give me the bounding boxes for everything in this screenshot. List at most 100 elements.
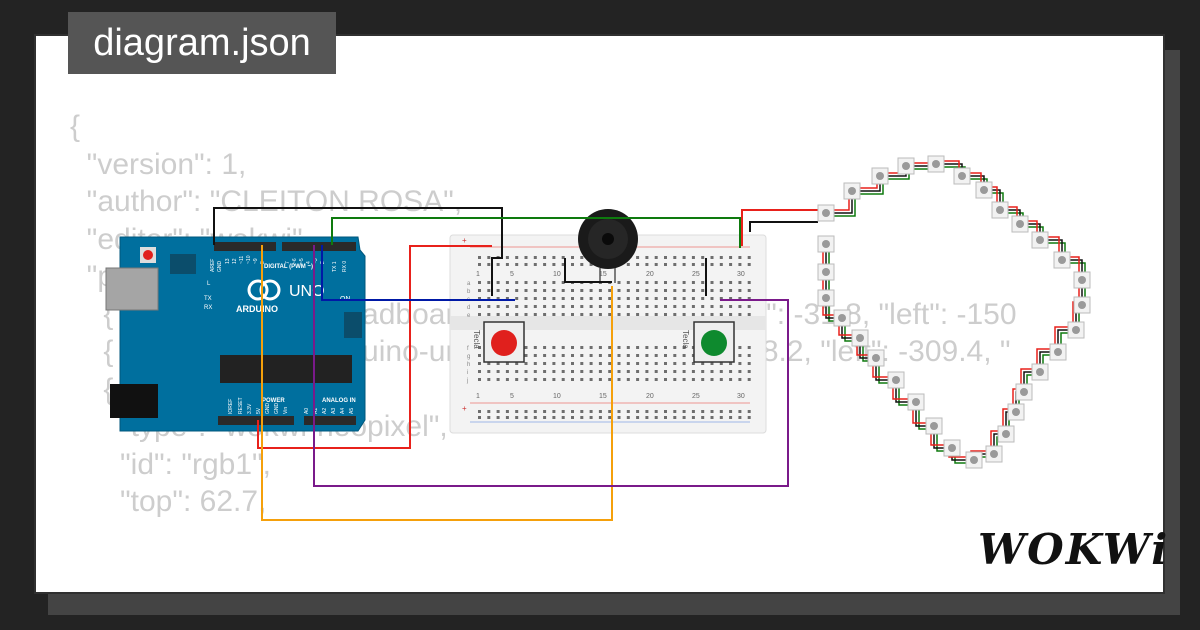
wire-blue[interactable] [321, 245, 515, 301]
breadboard-hole [478, 313, 481, 316]
column-number: 5 [510, 393, 514, 400]
breadboard-hole [654, 410, 658, 413]
breadboard-hole [691, 305, 695, 308]
breadboard-hole [552, 362, 556, 365]
breadboard-hole [719, 410, 723, 413]
breadboard-hole [682, 378, 686, 381]
wire-red[interactable] [257, 245, 492, 449]
breadboard-hole [561, 305, 565, 308]
breadboard-hole [691, 378, 695, 381]
breadboard-hole [598, 297, 602, 300]
breadboard-hole [561, 297, 565, 300]
pin-label: 12 [232, 258, 238, 264]
breadboard-hole [710, 378, 714, 381]
breadboard-hole [645, 354, 649, 357]
column-number: 25 [692, 393, 700, 400]
tx-label: TX [204, 296, 212, 302]
code-line: { [70, 372, 114, 406]
wire-green[interactable] [331, 217, 741, 248]
wire-orange[interactable] [261, 245, 613, 521]
neopixel-led-lens [1058, 256, 1066, 264]
breadboard-hole [552, 263, 556, 266]
column-number: 5 [510, 271, 514, 278]
red-pushbutton[interactable]: Tecla [472, 321, 525, 363]
breadboard-hole [515, 281, 519, 284]
pin-label: 7 [285, 261, 291, 264]
breadboard-hole [673, 313, 677, 316]
wire-purple[interactable] [313, 245, 789, 487]
code-line: "version": 1, [70, 147, 247, 181]
breadboard-hole [747, 297, 751, 300]
pin-label: A4 [340, 408, 346, 414]
breadboard-hole [701, 313, 705, 316]
digital-header-right [282, 242, 356, 251]
breadboard-hole [552, 313, 556, 316]
breadboard-hole [496, 410, 500, 413]
breadboard-hole [608, 346, 612, 349]
breadboard-hole [524, 410, 528, 413]
breadboard-hole [487, 362, 491, 365]
breadboard-hole [626, 378, 630, 381]
breadboard-hole [617, 370, 621, 373]
breadboard-hole [515, 305, 519, 308]
button-cap [701, 330, 727, 356]
wire-black-buzzer[interactable] [564, 258, 612, 283]
breadboard-hole [487, 313, 491, 316]
neopixel-led-lens [822, 240, 830, 248]
breadboard-hole [664, 313, 667, 316]
breadboard-hole [543, 263, 547, 266]
wire-black-strip[interactable] [749, 221, 818, 232]
breadboard-hole [561, 410, 565, 413]
breadboard-hole [654, 362, 658, 365]
breadboard-hole [524, 416, 528, 419]
breadboard-hole [636, 256, 640, 259]
breadboard-hole [608, 362, 612, 365]
breadboard-hole [719, 256, 723, 259]
breadboard-hole [589, 354, 593, 357]
breadboard-hole [682, 305, 686, 308]
breadboard-hole [738, 346, 742, 349]
breadboard-hole [719, 281, 723, 284]
breadboard-hole [571, 289, 574, 292]
pin-label: TX 1 [332, 261, 338, 272]
breadboard-hole [626, 370, 630, 373]
green-pushbutton[interactable]: Tecla [681, 321, 735, 363]
breadboard-hole [729, 362, 733, 365]
breadboard-hole [636, 281, 640, 284]
neopixel-led-lens [970, 456, 978, 464]
wire-black[interactable] [213, 207, 503, 296]
breadboard-hole [608, 354, 612, 357]
breadboard-hole [515, 289, 519, 292]
pin-label: 5V [256, 407, 262, 414]
breadboard-hole [664, 297, 667, 300]
breadboard-hole [561, 378, 565, 381]
breadboard-hole [701, 410, 705, 413]
neopixel-led-lens [872, 354, 880, 362]
power-label: POWER [262, 398, 285, 404]
breadboard-hole [533, 370, 537, 373]
breadboard-hole [571, 346, 574, 349]
breadboard-hole [664, 354, 667, 357]
breadboard-hole [478, 362, 481, 365]
breadboard-hole [598, 416, 602, 419]
pin-label: ~3 [313, 258, 319, 264]
breadboard-hole [617, 346, 621, 349]
breadboard-hole [533, 263, 537, 266]
breadboard-hole [505, 362, 509, 365]
breadboard-hole [571, 362, 574, 365]
breadboard-hole [478, 305, 481, 308]
row-letter: h [467, 362, 470, 368]
breadboard-hole [701, 370, 705, 373]
column-number: 1 [476, 393, 480, 400]
l-label: L [207, 281, 211, 287]
breadboard-hole [636, 354, 640, 357]
neopixel-led-lens [822, 268, 830, 276]
breadboard-hole [664, 305, 667, 308]
wire-red-strip[interactable] [741, 209, 818, 246]
breadboard-hole [487, 256, 491, 259]
breadboard-hole [626, 313, 630, 316]
breadboard-hole [701, 305, 705, 308]
breadboard-hole [608, 416, 612, 419]
breadboard-hole [654, 370, 658, 373]
